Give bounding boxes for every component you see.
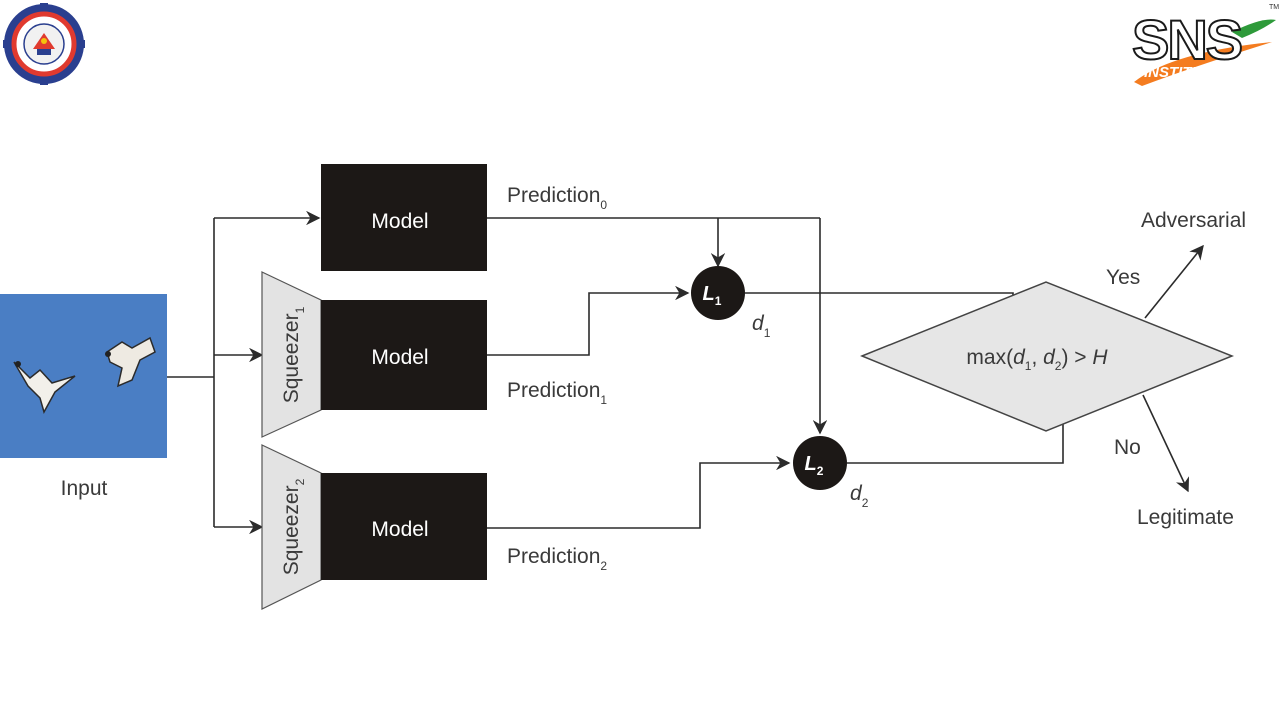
d1-label: d1 [752,312,771,340]
squeezer1-label: Squeezer1 [280,306,307,403]
no-label: No [1114,436,1141,459]
model-label: Model [371,518,428,541]
prediction-0-wires [487,217,828,435]
college-seal-logo [3,3,85,85]
seal-icon [3,3,85,85]
yes-arrow [1144,244,1204,319]
prediction-0-label: Prediction0 [507,184,607,212]
bird-icon [13,361,76,414]
legitimate-label: Legitimate [1137,506,1234,529]
sns-brand-text: SNS [1131,8,1244,71]
decision-label: max(d1, d2) > H [966,346,1108,373]
sns-tm-mark: TM [1269,4,1280,11]
yes-label: Yes [1106,266,1140,289]
model-label: Model [371,346,428,369]
model-box-0: Model [321,164,487,271]
squeezer2-label: Squeezer2 [280,478,307,575]
input-label: Input [61,477,108,500]
svg-text:L2: L2 [805,453,824,478]
squeezer-1: Squeezer1 [261,271,322,438]
sns-institutions-logo: SNS INSTITUTIONS TM [1131,4,1279,88]
l1-distance-node: L1 [691,266,745,320]
prediction-1-wire [487,285,690,356]
swoosh-icon [1134,19,1276,86]
adversarial-label: Adversarial [1141,209,1246,232]
sns-tagline: INSTITUTIONS [1144,64,1249,81]
l2-distance-node: L2 [793,436,847,490]
prediction-2-label: Prediction2 [507,545,607,573]
squeezer-2: Squeezer2 [261,444,322,610]
d2-label: d2 [850,482,869,510]
input-branch-lines [167,210,321,535]
model-box-1: Model [321,300,487,410]
model-label: Model [371,210,428,233]
prediction-1-label: Prediction1 [507,379,607,407]
bird-icon [105,336,156,388]
input-image [0,294,167,458]
svg-text:L1: L1 [703,283,722,308]
no-arrow [1142,394,1190,493]
decision-diamond: max(d1, d2) > H [860,281,1235,432]
prediction-2-wire [487,455,791,529]
model-box-2: Model [321,473,487,580]
